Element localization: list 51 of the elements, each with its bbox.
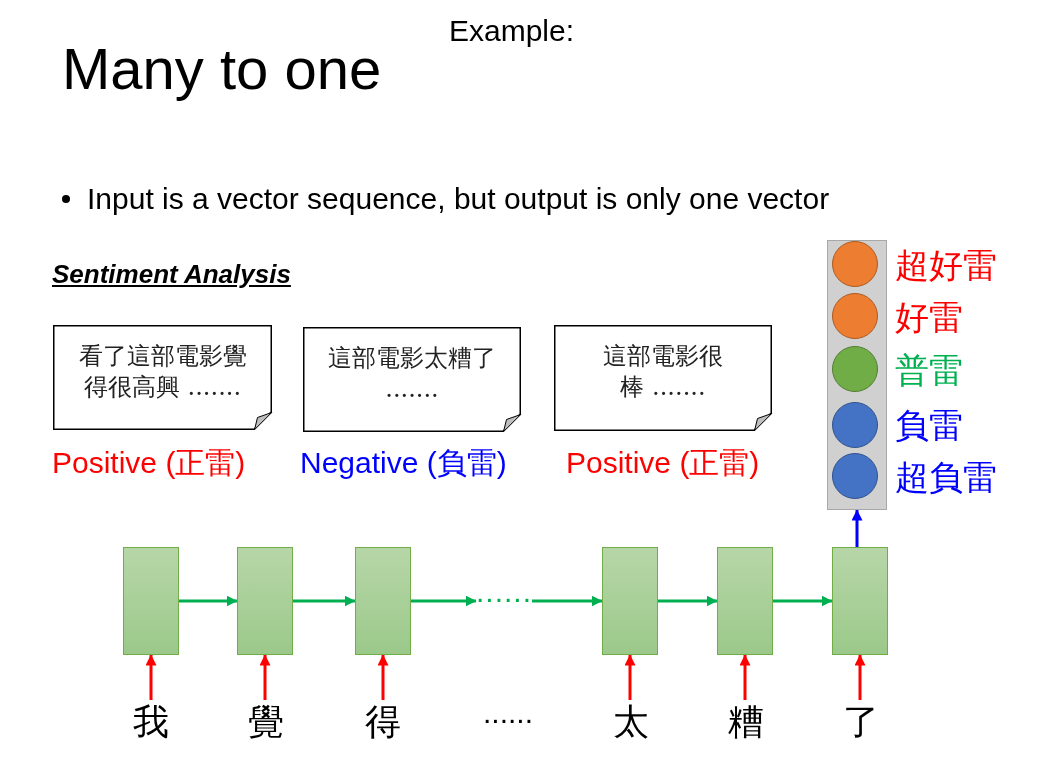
class-label: 超好雷 xyxy=(895,245,997,286)
sentiment-label: Negative (負雷) xyxy=(300,445,507,481)
input-character: 糟 xyxy=(728,700,764,744)
note-card xyxy=(303,327,521,432)
arrow xyxy=(851,509,863,547)
input-character: 我 xyxy=(133,700,169,744)
output-neuron-circle xyxy=(832,241,878,287)
sentiment-label: Positive (正雷) xyxy=(52,445,246,481)
rnn-cell xyxy=(832,547,888,655)
input-character: 了 xyxy=(843,700,879,744)
arrow xyxy=(259,654,271,700)
class-label: 超負雷 xyxy=(895,457,997,498)
output-neuron-circle xyxy=(832,402,878,448)
ellipsis-text: ...... xyxy=(483,695,533,731)
arrow xyxy=(658,595,718,607)
note-card xyxy=(53,325,272,430)
heading-text: Example: xyxy=(449,13,575,49)
input-character: 得 xyxy=(365,700,401,744)
slide-title: Many to one xyxy=(62,36,382,103)
class-label: 負雷 xyxy=(895,405,963,446)
arrow xyxy=(854,654,866,700)
rnn-cell xyxy=(717,547,773,655)
arrow xyxy=(293,595,356,607)
rnn-cell xyxy=(123,547,179,655)
bullet-text: Input is a vector sequence, but output is only one vector xyxy=(87,181,830,217)
output-neuron-circle xyxy=(832,346,878,392)
sentiment-label: Positive (正雷) xyxy=(566,445,760,481)
arrow xyxy=(624,654,636,700)
rnn-cell xyxy=(602,547,658,655)
input-character: 太 xyxy=(613,700,649,744)
class-label: 普雷 xyxy=(895,350,963,391)
arrow xyxy=(145,654,157,700)
arrow xyxy=(179,595,238,607)
output-neuron-circle xyxy=(832,293,878,339)
output-layer-bar xyxy=(827,240,887,510)
arrow xyxy=(773,595,833,607)
input-character: 覺 xyxy=(248,700,284,744)
arrow xyxy=(532,595,603,607)
arrow xyxy=(377,654,389,700)
class-label: 好雷 xyxy=(895,297,963,338)
note-text: 這部電影太糟了 ....... xyxy=(327,343,497,405)
ellipsis-text: ...... xyxy=(476,574,532,610)
arrow xyxy=(739,654,751,700)
note-text: 這部電影很棒 ....... xyxy=(602,341,724,403)
rnn-cell xyxy=(355,547,411,655)
output-neuron-circle xyxy=(832,453,878,499)
note-card xyxy=(554,325,772,431)
note-text: 看了這部電影覺得很高興 ....... xyxy=(77,341,248,403)
arrow xyxy=(411,595,477,607)
rnn-cell xyxy=(237,547,293,655)
section-heading: Sentiment Analysis xyxy=(52,258,291,291)
